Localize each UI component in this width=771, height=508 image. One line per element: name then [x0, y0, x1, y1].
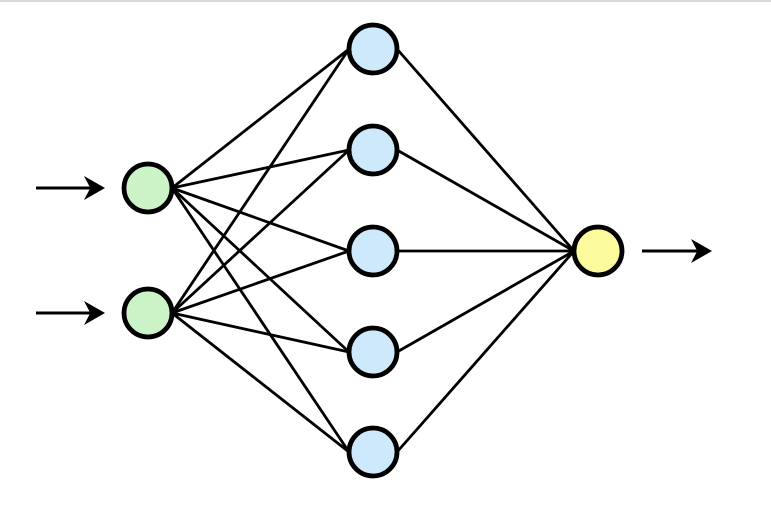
- output-node-1: [571, 224, 625, 278]
- input-arrow-2-head: [84, 301, 105, 325]
- edge-input-to-hidden: [171, 311, 350, 354]
- edge-input-to-hidden: [170, 187, 351, 453]
- hidden-node-1: [346, 22, 400, 76]
- hidden-node-3: [346, 224, 400, 278]
- hidden-node-5: [346, 425, 400, 479]
- edge-hidden-to-output: [396, 148, 575, 253]
- edge-input-to-hidden: [171, 186, 350, 253]
- edge-input-to-hidden: [171, 148, 350, 190]
- hidden-node-4: [346, 325, 400, 379]
- edge-input-to-hidden: [171, 148, 350, 315]
- edge-hidden-to-output: [395, 48, 576, 252]
- top-border-rule: [0, 0, 771, 2]
- edge-input-to-hidden: [171, 249, 350, 315]
- input-node-1: [121, 161, 175, 215]
- edge-hidden-to-output: [395, 250, 576, 453]
- edge-input-to-hidden: [170, 48, 351, 314]
- input-node-2: [121, 286, 175, 340]
- edge-input-to-hidden: [171, 47, 350, 190]
- output-arrow-head: [691, 239, 712, 263]
- edge-input-to-hidden: [171, 311, 350, 454]
- input-arrow-1-head: [84, 176, 105, 200]
- hidden-node-2: [346, 123, 400, 177]
- edge-input-to-hidden: [171, 186, 350, 354]
- edge-hidden-to-output: [396, 249, 575, 354]
